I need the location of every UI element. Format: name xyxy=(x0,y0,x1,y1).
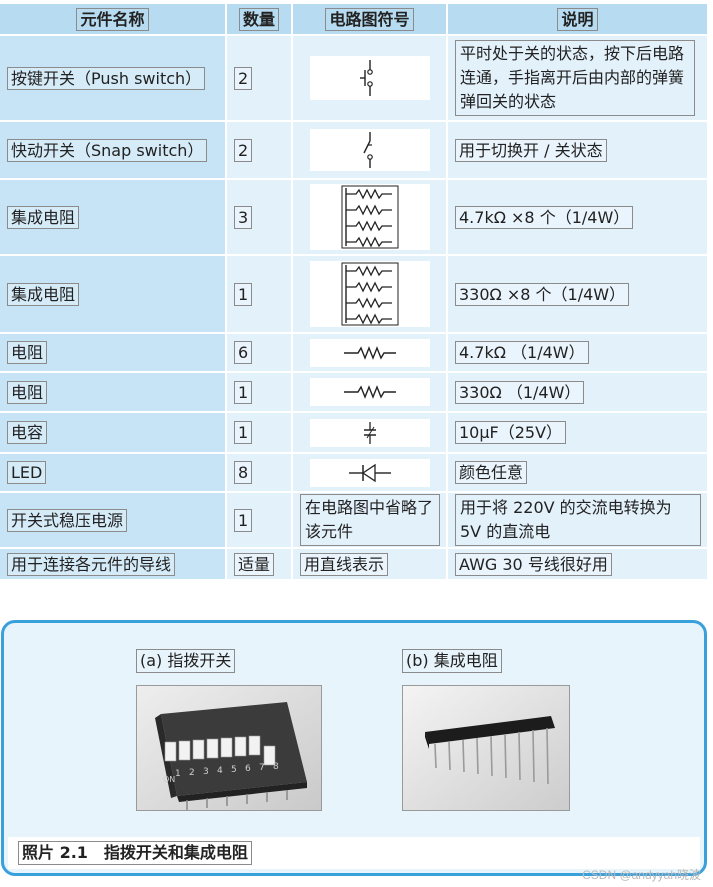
part-qty: 1 xyxy=(234,508,253,532)
symbol-note: 在电路图中省略了该元件 xyxy=(300,494,440,546)
part-name: 快动开关（Snap switch） xyxy=(7,138,208,162)
svg-text:2: 2 xyxy=(189,768,195,778)
part-qty: 3 xyxy=(234,205,253,229)
table-row: 开关式稳压电源 1 在电路图中省略了该元件 用于将 220V 的交流电转换为 5… xyxy=(0,492,709,549)
svg-text:8: 8 xyxy=(273,762,279,772)
part-qty: 1 xyxy=(234,421,253,444)
part-desc: 用于将 220V 的交流电转换为 5V 的直流电 xyxy=(455,494,701,546)
part-qty: 适量 xyxy=(234,552,275,576)
svg-text:3: 3 xyxy=(203,767,209,777)
part-qty: 1 xyxy=(234,380,253,404)
table-row: 电阻 6 4.7kΩ （1/4W） xyxy=(0,333,709,373)
photo-caption-bar: 照片 2.1 指拨开关和集成电阻 xyxy=(8,837,700,869)
part-name: 集成电阻 xyxy=(7,205,80,229)
part-qty: 2 xyxy=(234,66,253,90)
header-desc: 说明 xyxy=(447,4,709,36)
svg-text:5: 5 xyxy=(231,765,237,775)
svg-text:6: 6 xyxy=(245,764,251,774)
photo-b-label: (b) 集成电阻 xyxy=(402,649,502,673)
table-row: 按键开关（Push switch） 2 平时处于关的状态，按下后电路连通，手指离… xyxy=(0,35,709,122)
capacitor-icon xyxy=(309,418,430,447)
svg-text:ON: ON xyxy=(163,775,175,784)
photo-caption: 照片 2.1 指拨开关和集成电阻 xyxy=(18,841,252,865)
svg-text:4: 4 xyxy=(217,766,223,776)
table-row: 集成电阻 1 330Ω ×8 个（1/4W） xyxy=(0,255,709,334)
part-desc: 用于切换开 / 关状态 xyxy=(455,138,607,162)
table-row: LED 8 颜色任意 xyxy=(0,453,709,493)
part-desc: 4.7kΩ ×8 个（1/4W） xyxy=(455,205,634,229)
part-desc: 330Ω ×8 个（1/4W） xyxy=(455,282,630,306)
snap-switch-icon xyxy=(309,129,430,171)
part-name: LED xyxy=(7,461,47,484)
photo-panel: (a) 指拨开关 (b) 集成电阻 xyxy=(1,620,707,876)
led-icon xyxy=(309,458,430,487)
table-row: 电阻 1 330Ω （1/4W） xyxy=(0,372,709,413)
part-name: 开关式稳压电源 xyxy=(7,508,128,532)
table-row: 集成电阻 3 4.7kΩ ×8 个（1/4W） xyxy=(0,179,709,256)
table-row: 电容 1 10μF（25V） xyxy=(0,412,709,454)
photo-area: (a) 指拨开关 (b) 集成电阻 xyxy=(8,627,700,837)
table-row: 用于连接各元件的导线 适量 用直线表示 AWG 30 号线很好用 xyxy=(0,548,709,581)
part-qty: 8 xyxy=(234,461,253,484)
header-name: 元件名称 xyxy=(0,4,227,36)
resistor-network-icon xyxy=(309,261,430,327)
part-name: 集成电阻 xyxy=(7,282,80,306)
part-desc: 330Ω （1/4W） xyxy=(455,380,585,404)
dip-number-labels: 1 2 3 4 5 6 7 8 ON xyxy=(163,762,279,784)
push-switch-icon xyxy=(309,56,430,100)
part-qty: 1 xyxy=(234,282,253,306)
header-symbol: 电路图符号 xyxy=(292,4,448,36)
part-name: 电阻 xyxy=(7,341,48,364)
resistor-icon xyxy=(309,338,430,367)
part-desc: 4.7kΩ （1/4W） xyxy=(455,341,589,364)
dip-switch-photo: 1 2 3 4 5 6 7 8 ON xyxy=(136,685,322,811)
part-desc: 10μF（25V） xyxy=(455,421,567,444)
watermark: CSDN @andyyah晓波 xyxy=(582,868,701,882)
part-desc: 颜色任意 xyxy=(455,461,528,484)
photo-a-label: (a) 指拨开关 xyxy=(136,649,236,673)
part-name: 按键开关（Push switch） xyxy=(7,66,206,90)
part-name: 用于连接各元件的导线 xyxy=(7,552,176,576)
part-qty: 2 xyxy=(234,138,253,162)
resistor-network-icon xyxy=(309,184,430,250)
part-desc: 平时处于关的状态，按下后电路连通，手指离开后由内部的弹簧弹回关的状态 xyxy=(455,40,695,116)
svg-text:7: 7 xyxy=(259,763,265,773)
resistor-icon xyxy=(309,378,430,406)
resistor-network-photo xyxy=(402,685,570,811)
part-name: 电阻 xyxy=(7,380,48,404)
part-desc: AWG 30 号线很好用 xyxy=(455,552,612,576)
svg-text:1: 1 xyxy=(175,769,181,779)
parts-table: 元件名称 数量 电路图符号 说明 按键开关（Push switch） 2 平时处… xyxy=(0,4,709,581)
table-row: 快动开关（Snap switch） 2 用于切换开 / 关状态 xyxy=(0,121,709,180)
symbol-note: 用直线表示 xyxy=(300,552,389,576)
table-header-row: 元件名称 数量 电路图符号 说明 xyxy=(0,4,709,36)
part-name: 电容 xyxy=(7,421,48,444)
part-qty: 6 xyxy=(234,341,253,364)
header-qty: 数量 xyxy=(226,4,293,36)
